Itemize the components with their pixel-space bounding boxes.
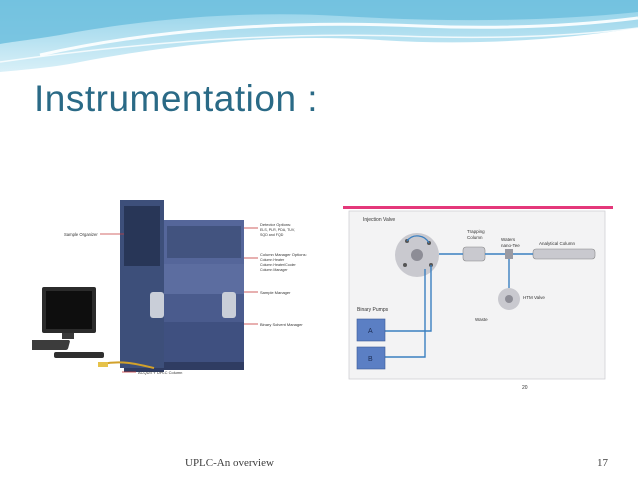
figure-number: 20	[522, 385, 528, 391]
analytical-column-icon	[532, 248, 596, 260]
header-wave-decoration	[0, 0, 638, 72]
callout-sample-organizer: Sample Organizer	[64, 232, 98, 237]
label-waste: Waste	[475, 317, 488, 322]
callout-detector-line2: ELS, PLR, PDA, TUV,	[260, 228, 295, 232]
uplc-instrument-stack	[120, 200, 244, 372]
label-waters-2: nano-Tee	[501, 243, 520, 248]
pump-a-icon	[356, 318, 386, 342]
page-number: 17	[597, 457, 608, 469]
flow-diagram: Injection Valve Trapping Column Waters n…	[343, 203, 613, 400]
label-injection-valve: Injection Valve	[363, 217, 395, 223]
label-waters-1: Waters	[501, 237, 516, 242]
callout-sample-manager: Sample Manager	[260, 290, 291, 295]
pump-b-icon	[356, 346, 386, 370]
label-htm-valve: HTM Valve	[523, 295, 545, 300]
slide-title: Instrumentation :	[34, 78, 319, 119]
callout-detector-line3: SQD and FQD	[260, 233, 284, 237]
callout-acquity-column: ACQUITY UPLC Column	[138, 370, 182, 375]
diagram-panel	[348, 210, 606, 380]
injection-valve-icon	[395, 233, 439, 277]
callout-detector-options: Detector Options:	[260, 222, 291, 227]
callout-binary-solvent-manager: Binary Solvent Manager	[260, 322, 303, 327]
label-pump-b: B	[368, 356, 373, 363]
callout-column-heater: Column Heater	[260, 258, 285, 262]
callout-column-manager-options: Column Manager Options:	[260, 252, 307, 257]
label-trapping-2: Column	[467, 235, 483, 240]
label-trapping-1: Trapping	[467, 229, 485, 234]
column-illustration	[98, 361, 155, 369]
callout-column-manager: Column Manager	[260, 268, 288, 272]
monitor-icon	[32, 287, 104, 358]
footer-text: UPLC-An overview	[185, 457, 274, 469]
label-pump-a: A	[368, 328, 373, 335]
label-analytical-column: Analytical Column	[539, 241, 576, 246]
label-binary-pumps: Binary Pumps	[357, 307, 389, 313]
pink-header-bar	[343, 206, 613, 209]
uplc-system-illustration: Sample Organizer Detector Options: ELS, …	[32, 192, 314, 388]
trapping-column-icon	[462, 246, 486, 262]
callout-column-heater-cooler: Column Heater/Cooler	[260, 263, 297, 267]
nano-tee-icon	[505, 249, 513, 259]
